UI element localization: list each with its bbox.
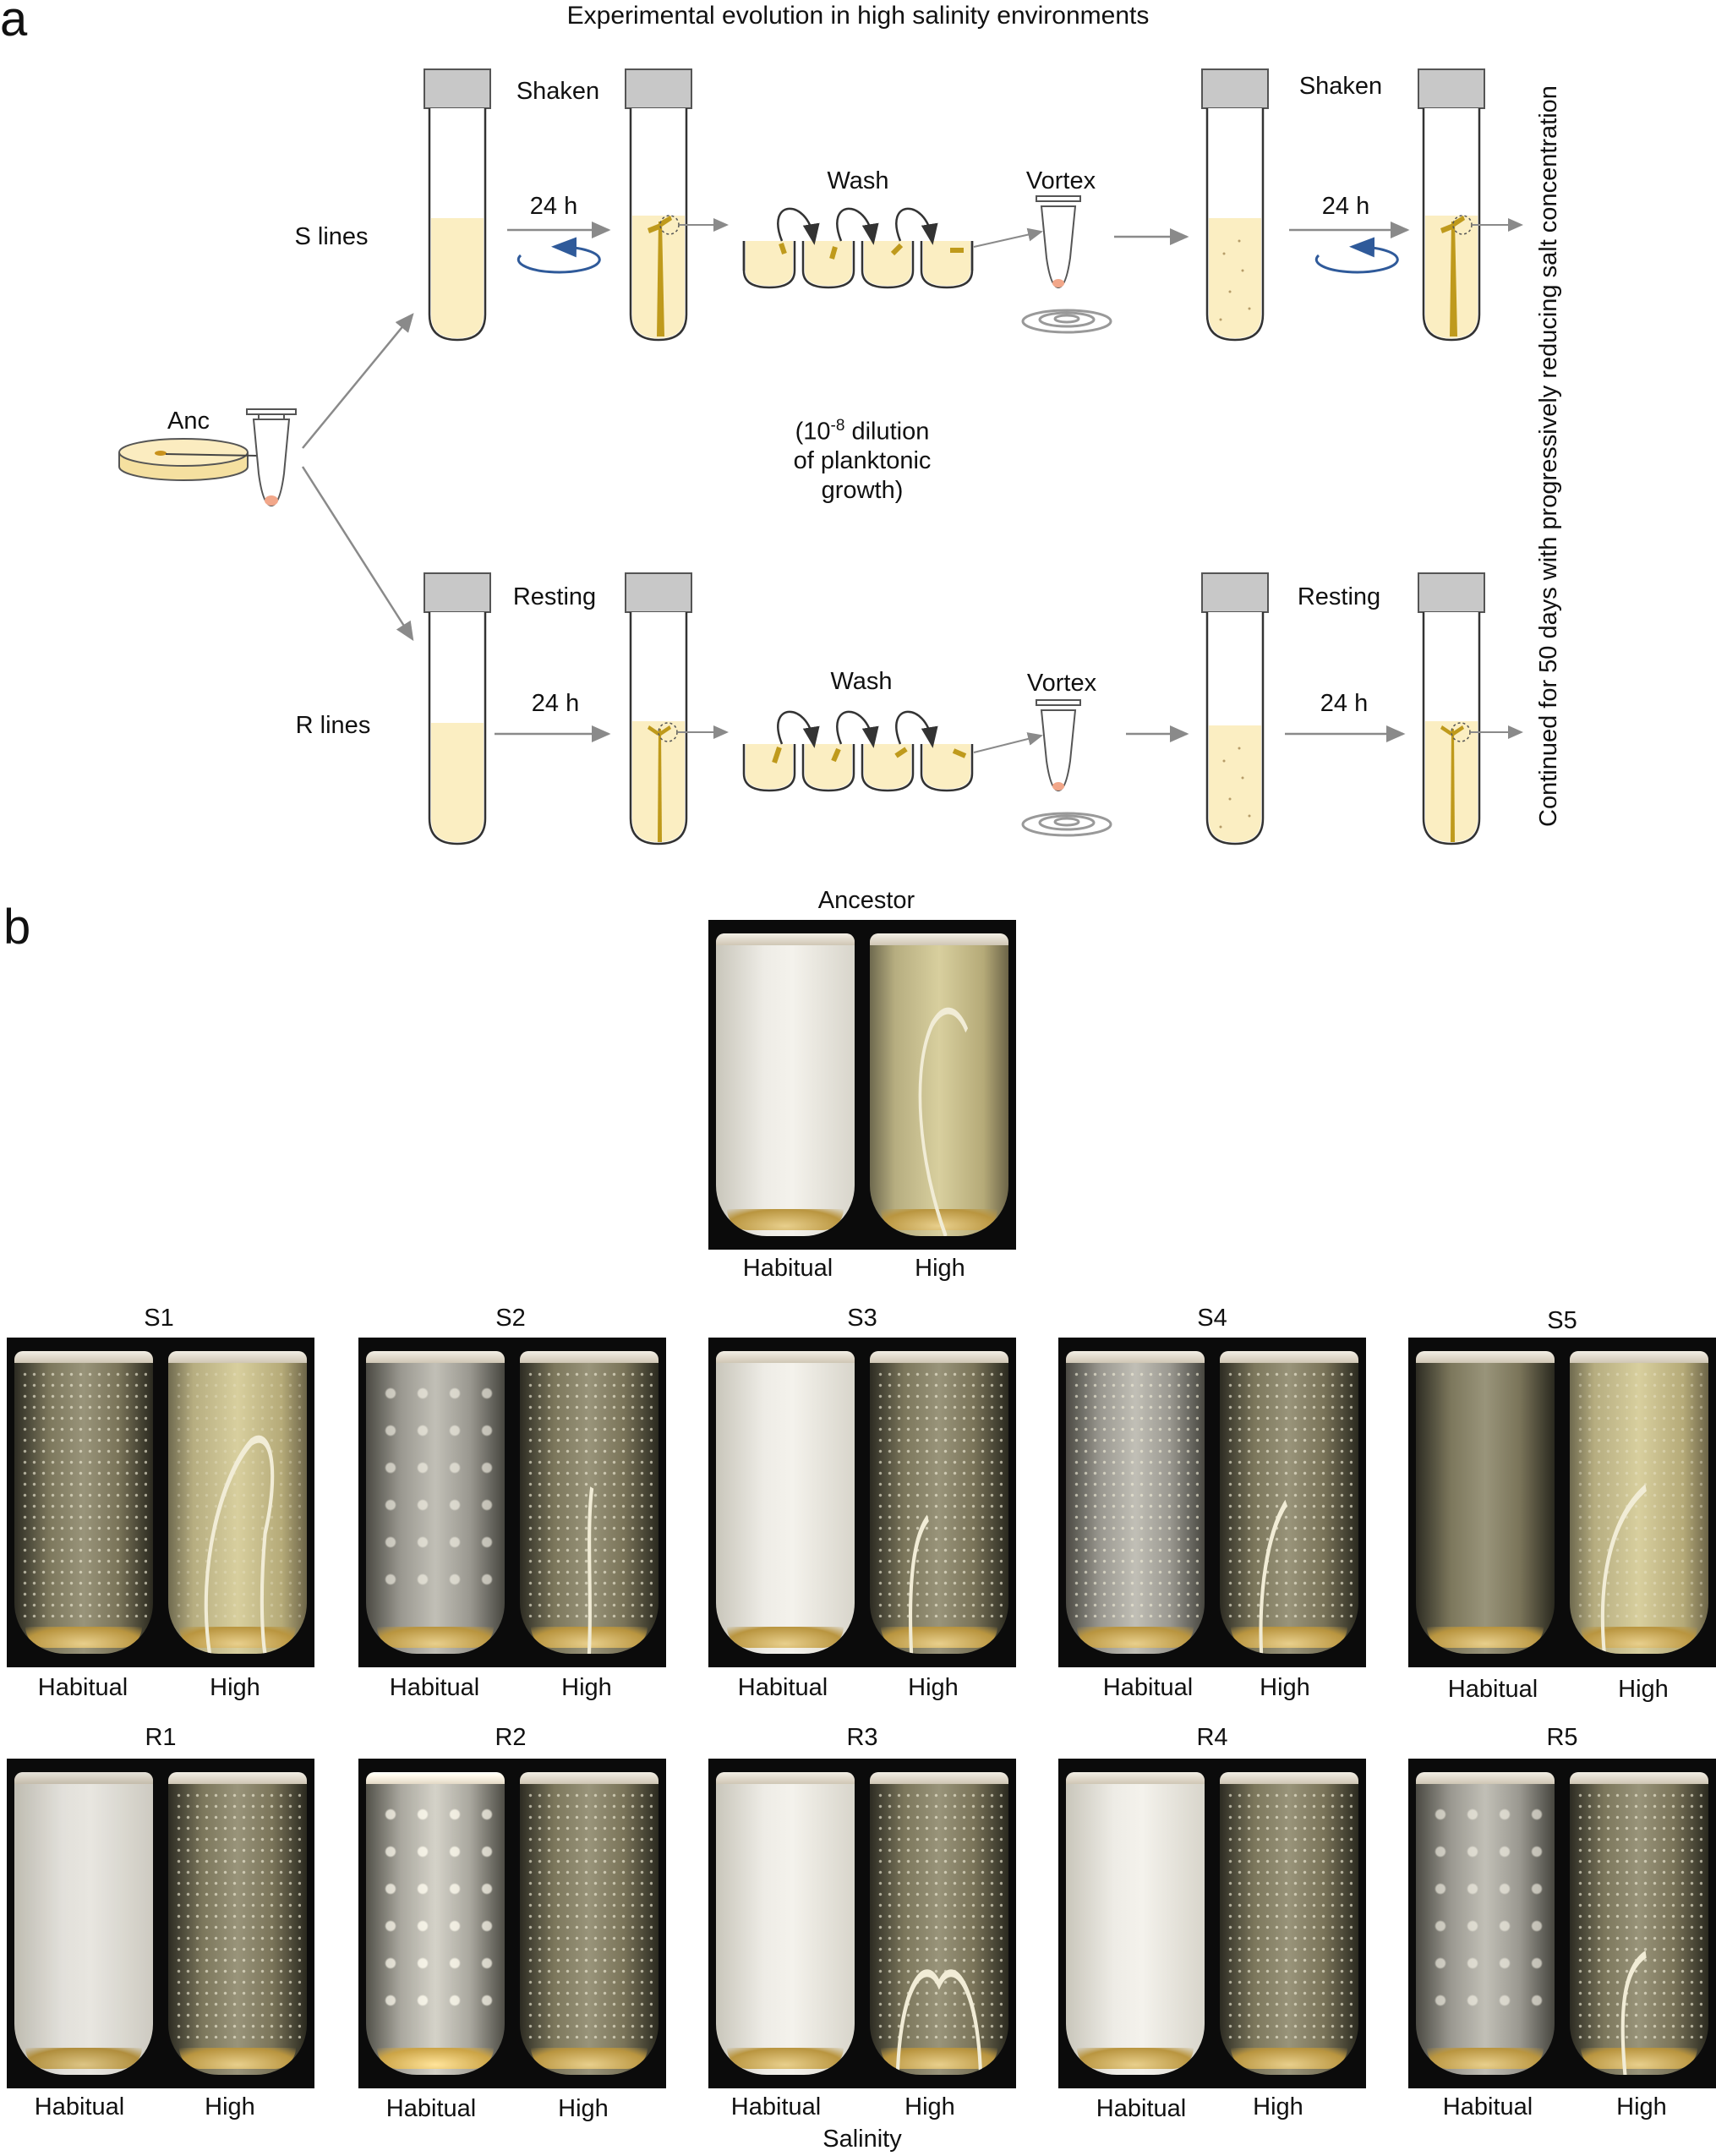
s1-title: S1 — [144, 1305, 174, 1332]
r5-habitual-label: Habitual — [1442, 2093, 1533, 2120]
s-tube-reinoculated — [1201, 68, 1269, 342]
ancestor-title: Ancestor — [817, 887, 915, 914]
r3-high-label: High — [904, 2093, 955, 2120]
s-lines-label: S lines — [294, 223, 369, 250]
s2-title: S2 — [495, 1305, 526, 1332]
ancestor-label: Anc — [167, 408, 210, 435]
s-shaking-icon — [516, 237, 601, 274]
s5-photo — [1408, 1338, 1716, 1667]
r-wash-wells — [742, 710, 974, 792]
s-wash-wells — [742, 207, 974, 289]
s3-high-label: High — [908, 1674, 959, 1701]
s-shaken-label-2: Shaken — [1298, 73, 1383, 100]
s2-high-label: High — [561, 1674, 612, 1701]
s2-photo — [358, 1338, 666, 1667]
s3-photo — [708, 1338, 1016, 1667]
s-tube-biofilm — [625, 68, 729, 342]
r-tube-biofilm-2 — [1418, 572, 1523, 845]
s-wash-label: Wash — [827, 167, 889, 194]
salinity-axis-label: Salinity — [822, 2126, 902, 2153]
r-24h-label-2: 24 h — [1320, 690, 1369, 717]
ancestor-habitual-label: Habitual — [742, 1255, 833, 1282]
s4-habitual-label: Habitual — [1102, 1674, 1194, 1701]
r4-high-label: High — [1253, 2093, 1303, 2120]
r1-photo — [7, 1759, 314, 2088]
r5-title: R5 — [1546, 1724, 1578, 1751]
s-vortex-tube — [1021, 195, 1112, 334]
evolution-schematic — [118, 68, 1523, 845]
r-resting-label-1: Resting — [512, 583, 597, 610]
s-shaking-icon-2 — [1314, 237, 1399, 274]
panel-b-letter: b — [3, 900, 31, 955]
r-resting-label-2: Resting — [1297, 583, 1381, 610]
ancestor-photo — [708, 920, 1016, 1250]
r2-high-label: High — [558, 2095, 609, 2122]
s4-photo — [1058, 1338, 1366, 1667]
r-tube-reinoculated — [1201, 572, 1269, 845]
r2-habitual-label: Habitual — [385, 2095, 477, 2122]
r1-title: R1 — [145, 1724, 177, 1751]
s3-habitual-label: Habitual — [737, 1674, 828, 1701]
s3-title: S3 — [847, 1305, 877, 1332]
s-shaken-label-1: Shaken — [516, 78, 600, 105]
s5-title: S5 — [1547, 1307, 1577, 1334]
r-tube-fresh — [424, 572, 491, 845]
s-tube-fresh — [424, 68, 491, 342]
r4-title: R4 — [1196, 1724, 1228, 1751]
s4-title: S4 — [1197, 1305, 1227, 1332]
s5-high-label: High — [1618, 1676, 1669, 1703]
dilution-note-line2: of planktonic — [793, 447, 932, 474]
r-tube-biofilm — [625, 572, 729, 845]
r3-title: R3 — [846, 1724, 878, 1751]
r4-habitual-label: Habitual — [1096, 2095, 1187, 2122]
r5-photo — [1408, 1759, 1716, 2088]
s-vortex-label: Vortex — [1025, 167, 1096, 194]
s2-habitual-label: Habitual — [389, 1674, 480, 1701]
r-lines-label: R lines — [295, 712, 371, 739]
s5-habitual-label: Habitual — [1447, 1676, 1538, 1703]
s1-habitual-label: Habitual — [37, 1674, 128, 1701]
dilution-note-line3: growth) — [821, 477, 904, 504]
s-24h-label-2: 24 h — [1321, 193, 1370, 220]
s4-high-label: High — [1260, 1674, 1310, 1701]
panel-a-letter: a — [0, 0, 28, 47]
ancestor-microtube — [246, 408, 297, 507]
r-vortex-tube — [1021, 699, 1112, 837]
r-24h-label-1: 24 h — [531, 690, 580, 717]
ancestor-high-label: High — [915, 1255, 965, 1282]
r2-photo — [358, 1759, 666, 2088]
r1-habitual-label: Habitual — [34, 2093, 125, 2120]
s1-high-label: High — [210, 1674, 260, 1701]
s1-photo — [7, 1338, 314, 1667]
panel-a-title: Experimental evolution in high salinity … — [566, 2, 1150, 30]
r-vortex-label: Vortex — [1026, 670, 1097, 697]
r5-high-label: High — [1616, 2093, 1667, 2120]
r3-habitual-label: Habitual — [730, 2093, 822, 2120]
r-wash-label: Wash — [830, 668, 893, 695]
ancestor-plate — [118, 438, 259, 481]
continuation-note: Continued for 50 days with progressively… — [1535, 85, 1562, 827]
dilution-note-line1: (10-8 dilution — [795, 417, 930, 446]
r4-photo — [1058, 1759, 1366, 2088]
s-tube-biofilm-2 — [1418, 68, 1523, 342]
r1-high-label: High — [205, 2093, 255, 2120]
r3-photo — [708, 1759, 1016, 2088]
r2-title: R2 — [495, 1724, 527, 1751]
s-24h-label-1: 24 h — [529, 193, 578, 220]
